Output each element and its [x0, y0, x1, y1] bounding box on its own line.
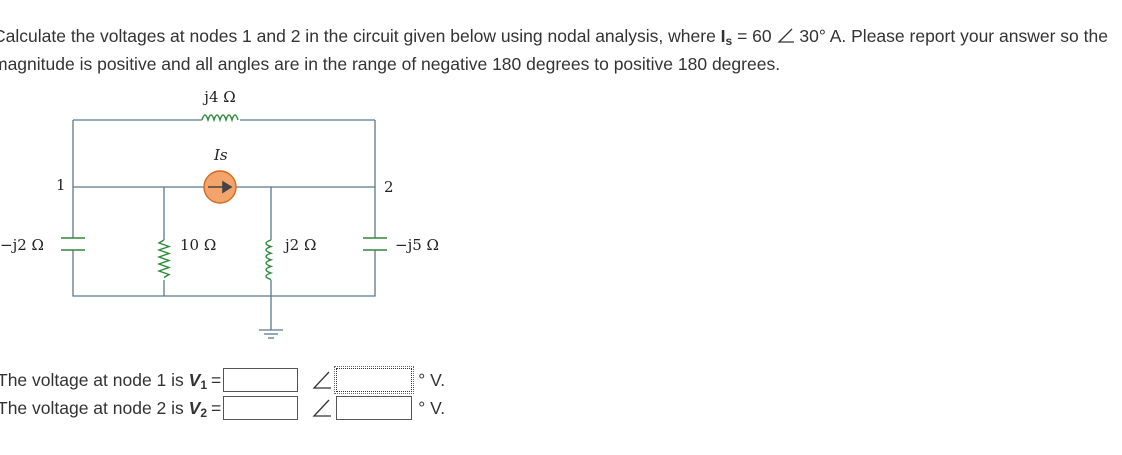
- answer-row-node2: The voltage at node 2 is V2 = ° V.: [0, 396, 445, 420]
- source-label: Is: [213, 146, 228, 164]
- answer-label: The voltage at node 2 is V2: [0, 397, 208, 420]
- right-cap-label: −j5 Ω: [395, 236, 439, 254]
- mid-inductor-label: j2 Ω: [283, 236, 316, 254]
- angle-icon: [312, 399, 332, 417]
- v2-magnitude-input[interactable]: [223, 396, 299, 420]
- v2-angle-input[interactable]: [336, 396, 413, 420]
- node2-label: 2: [384, 178, 394, 196]
- answer-label: The voltage at node 1 is V1: [0, 369, 208, 392]
- unit-label: ° V.: [418, 397, 446, 418]
- arrow-right-icon: [208, 180, 233, 194]
- resistor: [156, 239, 172, 279]
- mid-inductor: [265, 239, 274, 281]
- left-capacitor: [61, 237, 85, 251]
- question-text: Calculate the voltages at nodes 1 and 2 …: [0, 26, 1108, 74]
- unit-label: ° V.: [418, 369, 446, 390]
- top-inductor: [201, 114, 239, 123]
- is-symbol: Is: [720, 26, 733, 48]
- ground-icon: [259, 329, 283, 339]
- v1-angle-input[interactable]: [334, 366, 415, 394]
- angle-icon: [776, 28, 794, 43]
- angle-icon: [312, 371, 332, 389]
- left-cap-label: −j2 Ω: [0, 236, 44, 254]
- right-capacitor: [363, 237, 387, 251]
- v1-magnitude-input[interactable]: [223, 368, 299, 392]
- top-inductor-label: j4 Ω: [202, 88, 235, 106]
- node1-label: 1: [56, 176, 66, 194]
- answer-row-node1: The voltage at node 1 is V1 = ° V.: [0, 366, 446, 394]
- resistor-label: 10 Ω: [180, 236, 216, 254]
- circuit-diagram: j4 Ω Is 1 2 −j2 Ω 10 Ω j2 Ω −j5 Ω: [0, 88, 439, 339]
- circuit-wires: [72, 119, 376, 330]
